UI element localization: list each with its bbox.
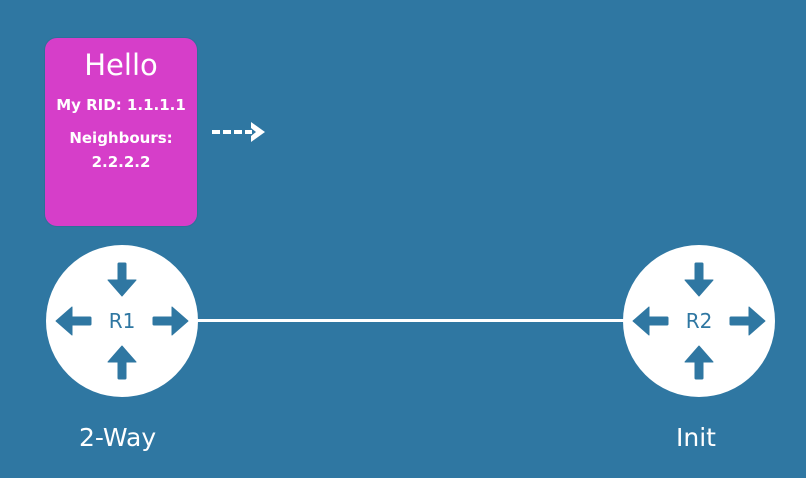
router-link-line: [197, 319, 627, 322]
router-label-r1: R1: [108, 309, 136, 333]
hello-packet-rid: My RID: 1.1.1.1: [56, 96, 186, 114]
router-r1: R1: [46, 245, 198, 397]
router-label-r2: R2: [685, 309, 713, 333]
r1-state-label: 2-Way: [79, 423, 157, 452]
hello-packet-neighbours-value: 2.2.2.2: [91, 153, 151, 171]
dashed-right-arrow-icon: [212, 122, 265, 142]
hello-packet-neighbours-label: Neighbours:: [69, 129, 173, 147]
router-icon: [632, 262, 766, 380]
r2-state-label: Init: [676, 423, 716, 452]
router-r2: R2: [623, 245, 775, 397]
hello-packet-title: Hello: [84, 48, 158, 82]
hello-packet-card: Hello My RID: 1.1.1.1 Neighbours: 2.2.2.…: [45, 38, 197, 226]
router-icon: [55, 262, 189, 380]
